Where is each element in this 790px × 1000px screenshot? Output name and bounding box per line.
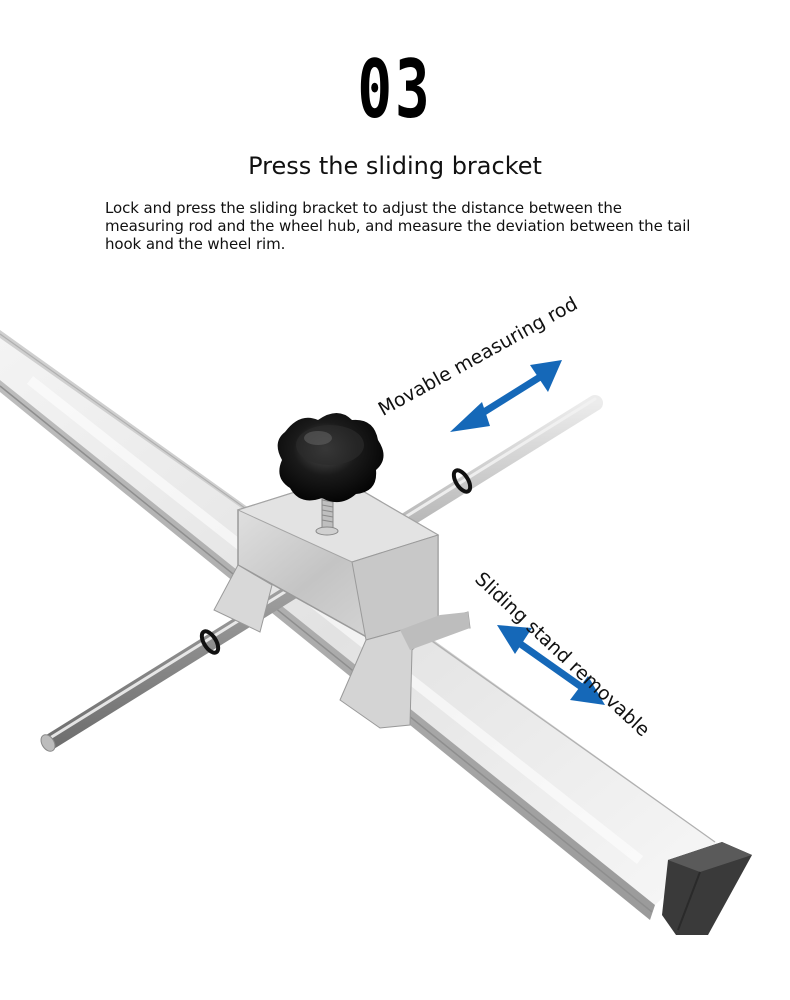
- product-illustration: [0, 330, 752, 935]
- sliding-bracket: [213, 477, 471, 729]
- step-number: 03: [357, 43, 433, 136]
- end-cap: [662, 842, 752, 935]
- section-description: Lock and press the sliding bracket to ad…: [105, 199, 691, 253]
- double-arrow-rod-icon: [450, 360, 562, 432]
- section-title: Press the sliding bracket: [248, 152, 542, 180]
- double-arrow-stand-icon: [497, 625, 605, 705]
- star-knob: [277, 413, 384, 503]
